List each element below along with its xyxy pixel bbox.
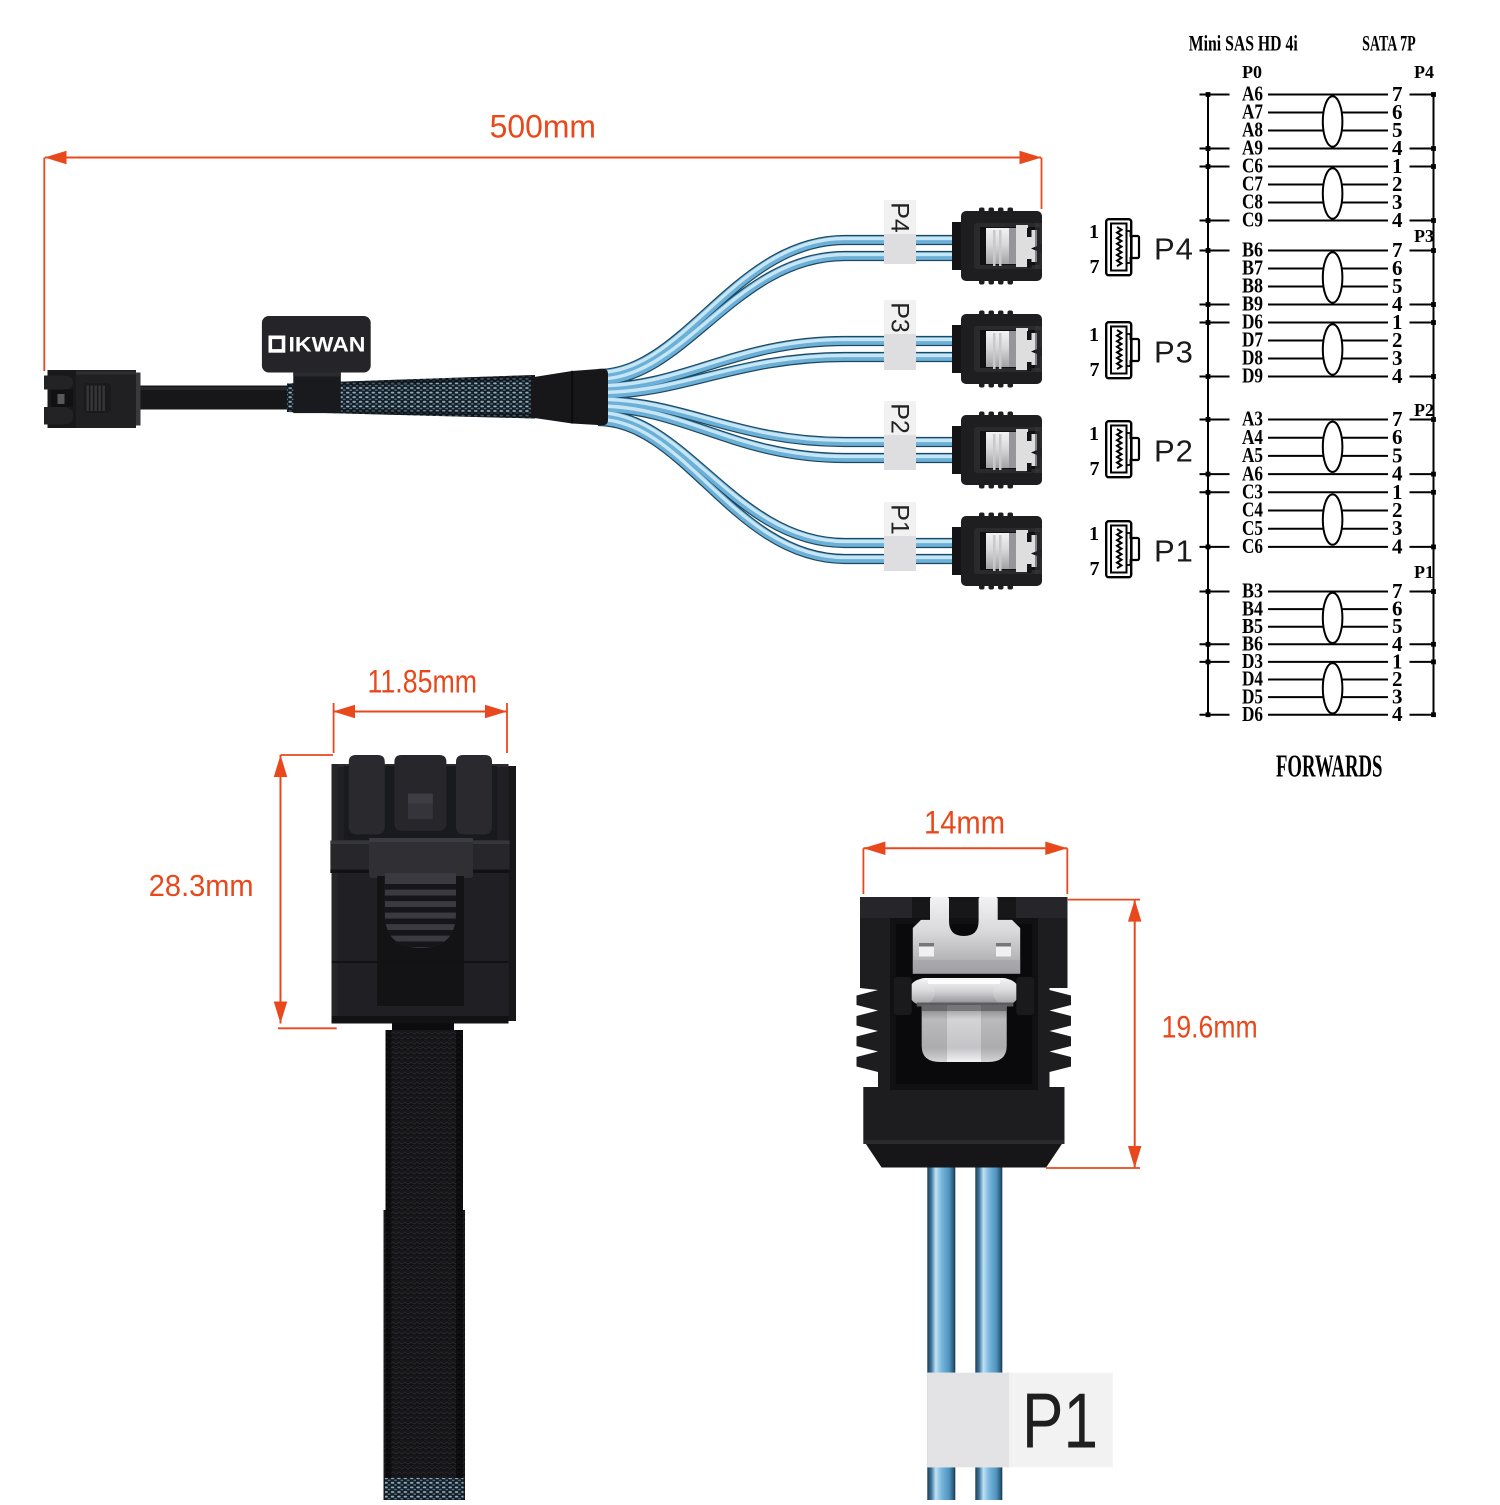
- svg-text:7: 7: [1392, 82, 1403, 106]
- svg-text:C6: C6: [1242, 534, 1263, 558]
- svg-text:A9: A9: [1242, 136, 1263, 160]
- svg-text:D3: D3: [1242, 649, 1263, 673]
- svg-text:C5: C5: [1242, 516, 1263, 540]
- svg-text:FORWARDS: FORWARDS: [1276, 748, 1382, 784]
- svg-text:A7: A7: [1242, 100, 1263, 124]
- svg-text:A6: A6: [1242, 461, 1263, 485]
- svg-text:3: 3: [1392, 190, 1403, 214]
- svg-text:500mm: 500mm: [490, 109, 596, 145]
- svg-text:B6: B6: [1242, 632, 1263, 656]
- svg-text:6: 6: [1392, 597, 1403, 621]
- svg-text:B7: B7: [1242, 256, 1263, 280]
- svg-text:14mm: 14mm: [924, 805, 1005, 841]
- svg-text:4: 4: [1392, 208, 1403, 232]
- svg-text:4: 4: [1392, 364, 1403, 388]
- svg-text:D6: D6: [1242, 702, 1263, 726]
- svg-text:7: 7: [1090, 359, 1100, 381]
- svg-text:7: 7: [1090, 256, 1100, 278]
- svg-text:SATA 7P: SATA 7P: [1362, 31, 1416, 56]
- svg-text:6: 6: [1392, 100, 1403, 124]
- svg-text:D4: D4: [1242, 667, 1263, 691]
- svg-text:C4: C4: [1242, 498, 1263, 522]
- svg-text:P1: P1: [886, 504, 914, 535]
- svg-text:B5: B5: [1242, 614, 1263, 638]
- svg-text:5: 5: [1392, 614, 1403, 638]
- svg-text:3: 3: [1392, 516, 1403, 540]
- svg-text:P2: P2: [1414, 400, 1434, 420]
- svg-text:3: 3: [1392, 346, 1403, 370]
- svg-text:28.3mm: 28.3mm: [149, 868, 254, 903]
- svg-text:P3: P3: [1154, 335, 1194, 370]
- svg-text:7: 7: [1392, 238, 1403, 262]
- svg-text:7: 7: [1090, 558, 1100, 580]
- svg-text:4: 4: [1392, 632, 1403, 656]
- svg-text:A5: A5: [1242, 443, 1263, 467]
- svg-text:5: 5: [1392, 274, 1403, 298]
- svg-text:Mini SAS HD 4i: Mini SAS HD 4i: [1189, 31, 1298, 56]
- svg-text:D7: D7: [1242, 328, 1263, 352]
- svg-text:2: 2: [1392, 328, 1403, 352]
- svg-text:P1: P1: [1022, 1377, 1098, 1465]
- svg-text:A8: A8: [1242, 118, 1263, 142]
- svg-text:A4: A4: [1242, 425, 1263, 449]
- svg-text:B6: B6: [1242, 238, 1263, 262]
- svg-text:1: 1: [1089, 221, 1099, 243]
- svg-text:1: 1: [1392, 310, 1403, 334]
- svg-text:P1: P1: [1414, 562, 1434, 582]
- svg-text:1: 1: [1089, 423, 1099, 445]
- svg-text:P2: P2: [886, 403, 914, 434]
- svg-text:2: 2: [1392, 667, 1403, 691]
- svg-text:5: 5: [1392, 118, 1403, 142]
- svg-text:D8: D8: [1242, 346, 1263, 370]
- svg-text:11.85mm: 11.85mm: [368, 664, 478, 700]
- svg-text:1: 1: [1089, 523, 1099, 545]
- svg-text:7: 7: [1090, 458, 1100, 480]
- svg-text:P4: P4: [1414, 62, 1434, 82]
- svg-text:1: 1: [1392, 480, 1403, 504]
- svg-text:6: 6: [1392, 425, 1403, 449]
- svg-text:P4: P4: [1154, 232, 1194, 267]
- svg-text:C6: C6: [1242, 154, 1263, 178]
- svg-text:1: 1: [1392, 649, 1403, 673]
- svg-text:2: 2: [1392, 498, 1403, 522]
- svg-text:7: 7: [1392, 579, 1403, 603]
- svg-text:D5: D5: [1242, 684, 1263, 708]
- svg-text:C9: C9: [1242, 208, 1263, 232]
- svg-text:7: 7: [1392, 407, 1403, 431]
- svg-text:4: 4: [1392, 136, 1403, 160]
- svg-text:4: 4: [1392, 292, 1403, 316]
- svg-text:C8: C8: [1242, 190, 1263, 214]
- svg-text:2: 2: [1392, 172, 1403, 196]
- svg-text:B9: B9: [1242, 292, 1263, 316]
- svg-text:C3: C3: [1242, 480, 1263, 504]
- svg-text:P2: P2: [1154, 434, 1194, 469]
- svg-text:B8: B8: [1242, 274, 1263, 298]
- svg-text:4: 4: [1392, 462, 1403, 486]
- svg-text:B3: B3: [1242, 579, 1263, 603]
- svg-text:P3: P3: [886, 302, 914, 333]
- svg-text:P3: P3: [1414, 226, 1434, 246]
- svg-text:4: 4: [1392, 702, 1403, 726]
- svg-text:C7: C7: [1242, 172, 1263, 196]
- svg-text:A3: A3: [1242, 407, 1263, 431]
- svg-text:D9: D9: [1242, 364, 1263, 388]
- svg-text:19.6mm: 19.6mm: [1162, 1009, 1258, 1045]
- svg-text:IKWAN: IKWAN: [289, 333, 366, 357]
- svg-text:P0: P0: [1242, 62, 1262, 82]
- svg-text:1: 1: [1089, 324, 1099, 346]
- svg-text:3: 3: [1392, 685, 1403, 709]
- svg-text:P4: P4: [886, 202, 914, 233]
- svg-text:6: 6: [1392, 256, 1403, 280]
- svg-text:4: 4: [1392, 534, 1403, 558]
- svg-text:D6: D6: [1242, 310, 1263, 334]
- svg-text:B4: B4: [1242, 596, 1263, 620]
- svg-text:A6: A6: [1242, 82, 1263, 106]
- svg-text:1: 1: [1392, 154, 1403, 178]
- svg-text:P1: P1: [1154, 534, 1194, 569]
- svg-text:5: 5: [1392, 443, 1403, 467]
